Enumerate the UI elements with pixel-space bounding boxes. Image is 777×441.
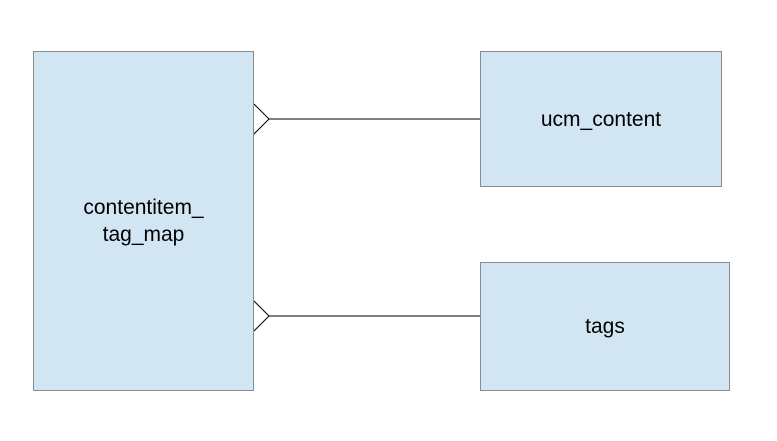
entity-label-line-1: contentitem_ xyxy=(83,196,204,219)
entity-label-line-2: tag_map xyxy=(102,223,185,246)
entity-label: tags xyxy=(585,315,625,338)
crows-foot-many-icon xyxy=(253,103,270,135)
entity-tags[interactable]: tags xyxy=(480,262,730,391)
entity-contentitem-tag-map[interactable]: contentitem_ tag_map xyxy=(33,51,254,391)
entity-label: ucm_content xyxy=(540,107,662,131)
relationship-map-to-tags xyxy=(253,300,480,332)
crows-foot-many-icon xyxy=(253,300,270,332)
relationship-map-to-ucm-content xyxy=(253,103,480,135)
entity-ucm-content[interactable]: ucm_content xyxy=(480,51,722,187)
entity-label: contentitem_ tag_map xyxy=(83,194,203,248)
